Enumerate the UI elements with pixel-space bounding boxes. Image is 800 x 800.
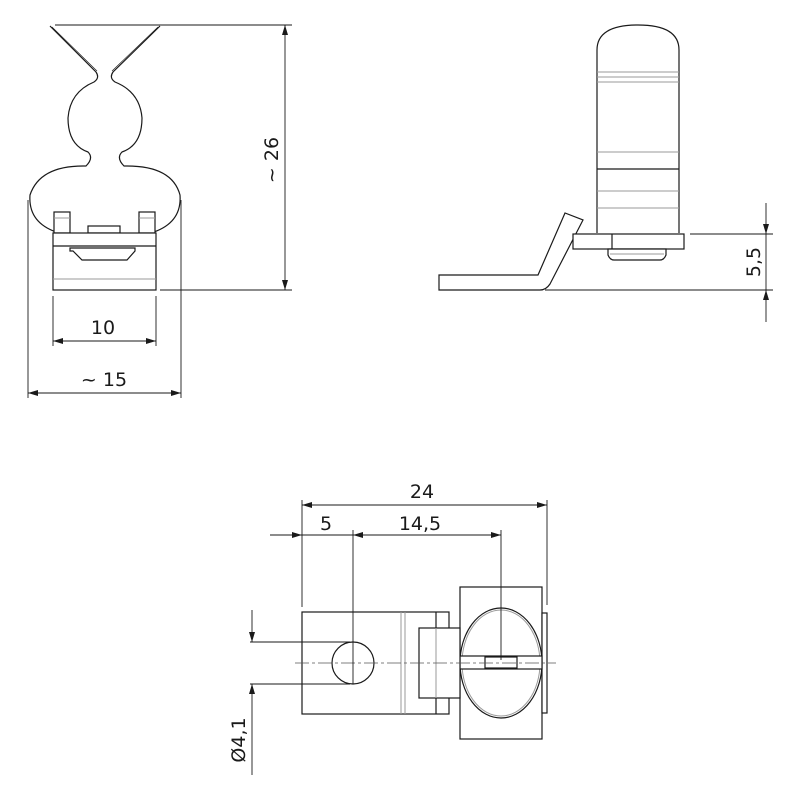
flange [572, 233, 685, 250]
overall-length-dimension-label: 24 [410, 481, 434, 503]
side-height-dimension-label: 5,5 [743, 247, 765, 277]
side-view: 5,5 [438, 24, 773, 322]
hole-diameter-dimension-label: Ø4,1 [228, 717, 250, 762]
right-tab [138, 211, 156, 234]
spring-clip [29, 25, 181, 233]
center-distance-dimension-label: 14,5 [399, 513, 441, 535]
height-dimension-label: ~ 26 [261, 137, 283, 183]
hole-offset-dimension-label: 5 [320, 513, 332, 535]
base-block [52, 232, 157, 291]
left-tab [53, 211, 71, 234]
cylinder [596, 24, 680, 233]
bent-tab [438, 212, 584, 291]
overall-width-dimension-label: ~ 15 [81, 369, 127, 391]
front-view: ~ 26 10 ~ 15 [27, 24, 292, 398]
bottom-view: 24 5 14,5 Ø4,1 [228, 481, 556, 775]
base-width-dimension-label: 10 [91, 317, 115, 339]
